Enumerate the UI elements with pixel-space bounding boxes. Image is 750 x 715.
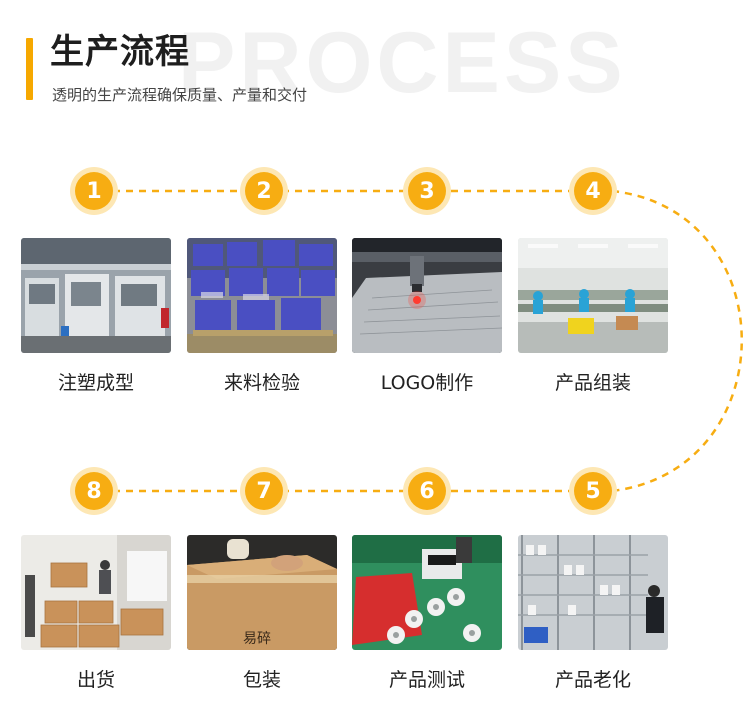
injection-molding-photo [21, 238, 171, 353]
step-8-card: 出货 [21, 535, 171, 692]
step-4-card: 产品组装 [518, 238, 668, 395]
step-3-badge: 3 [408, 172, 446, 210]
section-title: 生产流程 [50, 32, 190, 72]
step-2-card: 来料检验 [187, 238, 337, 395]
packing-photo: 易碎 [187, 535, 337, 650]
step-1-label: 注塑成型 [57, 372, 134, 394]
step-4-badge: 4 [574, 172, 612, 210]
step-6-label: 产品测试 [388, 669, 465, 691]
step-6-badge: 6 [408, 472, 446, 510]
aging-test-photo [518, 535, 668, 650]
step-5-card: 产品老化 [518, 535, 668, 692]
incoming-inspection-photo [187, 238, 337, 353]
fragile-stamp: 易碎 [243, 631, 271, 647]
shipping-photo [21, 535, 171, 650]
step-8-badge: 8 [75, 472, 113, 510]
step-3-card: LOGO制作 [352, 238, 502, 395]
step-5-label: 产品老化 [554, 669, 631, 691]
step-2-badge: 2 [245, 172, 283, 210]
step-3-label: LOGO制作 [380, 372, 474, 394]
step-1-card: 注塑成型 [21, 238, 171, 395]
step-1-badge: 1 [75, 172, 113, 210]
step-7-card: 易碎 包装 [187, 535, 337, 692]
assembly-line-photo [518, 238, 668, 353]
step-8-label: 出货 [76, 669, 115, 691]
title-accent-bar [26, 38, 33, 100]
step-4-label: 产品组装 [554, 372, 631, 394]
section-subtitle: 透明的生产流程确保质量、产量和交付 [52, 86, 308, 104]
step-5-badge: 5 [574, 472, 612, 510]
logo-laser-photo [352, 238, 502, 353]
testing-photo [352, 535, 502, 650]
title-watermark: PROCESS [178, 15, 627, 111]
step-7-label: 包装 [242, 669, 281, 691]
step-7-badge: 7 [245, 472, 283, 510]
step-6-card: 产品测试 [352, 535, 502, 692]
step-2-label: 来料检验 [223, 372, 300, 394]
